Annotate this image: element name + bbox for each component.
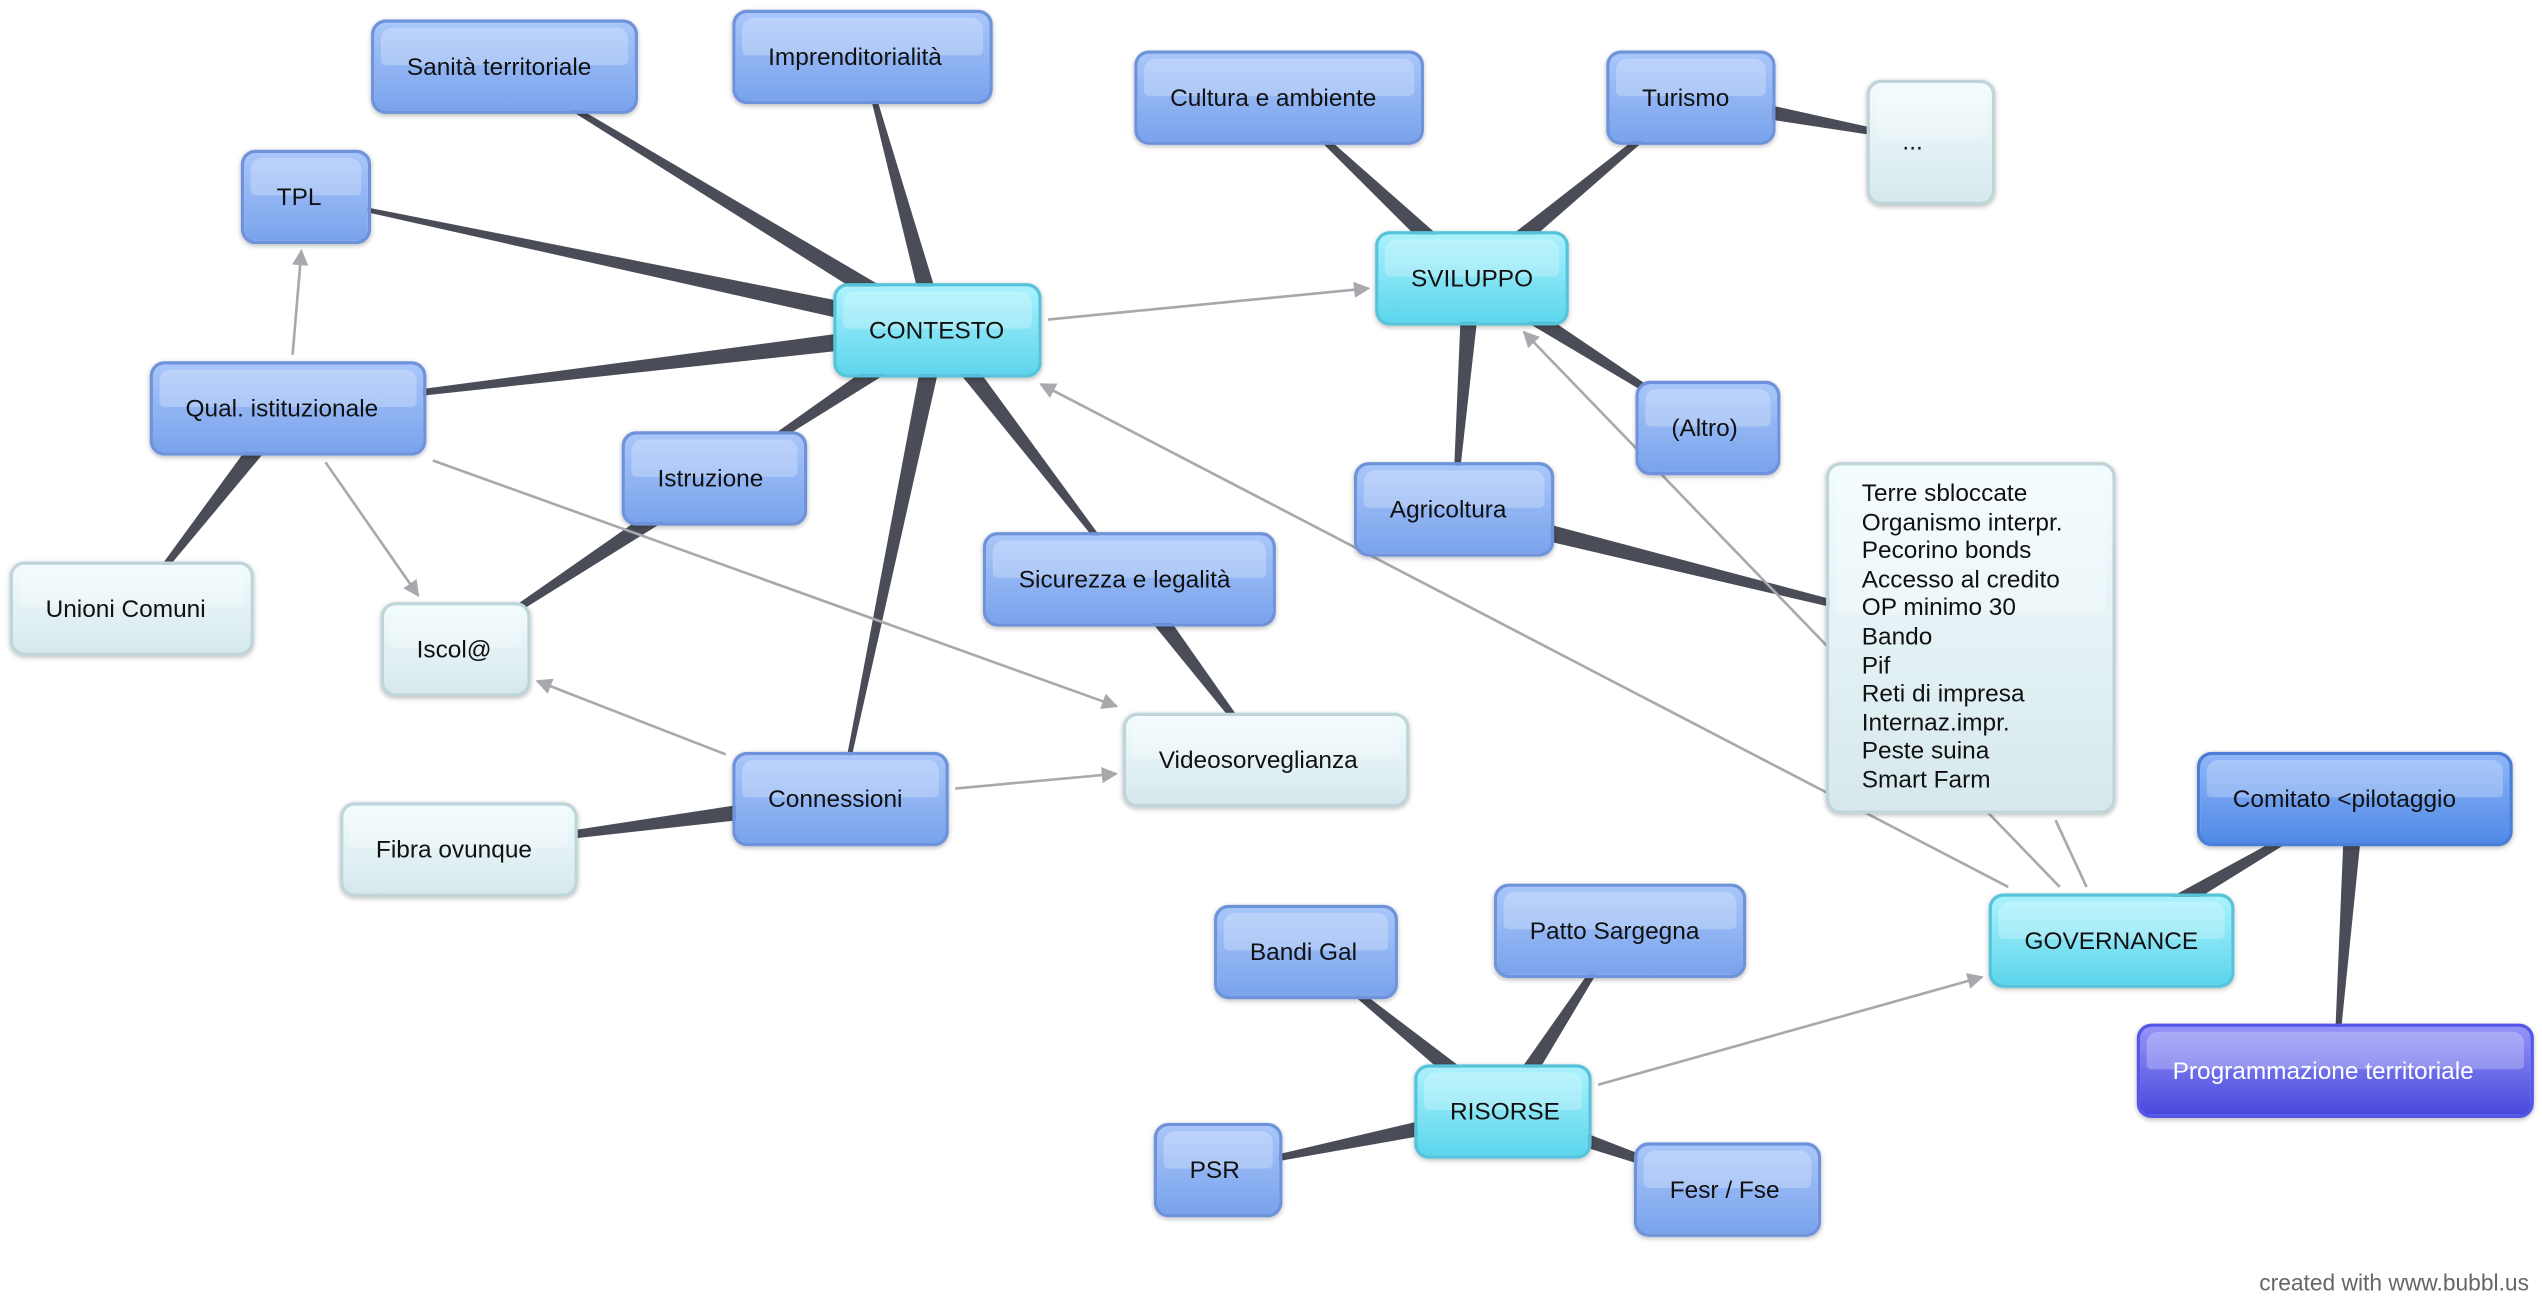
list-line: OP minimo 30 bbox=[1861, 594, 2016, 623]
branch-contesto-tpl bbox=[305, 195, 940, 340]
list-line: Smart Farm bbox=[1861, 766, 1991, 795]
arrow-connessioni-iscol bbox=[535, 678, 727, 756]
node-sviluppo[interactable]: SVILUPPO bbox=[1375, 231, 1569, 326]
arrow-qual-tpl bbox=[291, 248, 309, 355]
node-fibra[interactable]: Fibra ovunque bbox=[340, 802, 578, 897]
node-label: Sicurezza e legalità bbox=[1018, 565, 1231, 594]
node-cultura[interactable]: Cultura e ambiente bbox=[1134, 50, 1424, 145]
node-governance[interactable]: GOVERNANCE bbox=[1988, 893, 2235, 988]
node-risorse[interactable]: RISORSE bbox=[1414, 1064, 1592, 1159]
node-dots[interactable]: ... bbox=[1866, 79, 1996, 206]
link-agri_list-governance bbox=[2054, 819, 2088, 888]
node-sicurezza[interactable]: Sicurezza e legalità bbox=[982, 532, 1276, 627]
list-line: Reti di impresa bbox=[1861, 680, 2025, 709]
node-impr[interactable]: Imprenditorialità bbox=[732, 9, 993, 105]
node-label: SVILUPPO bbox=[1410, 264, 1534, 293]
list-line: Peste suina bbox=[1861, 737, 1990, 766]
node-label: Imprenditorialità bbox=[768, 43, 942, 71]
node-bandigal[interactable]: Bandi Gal bbox=[1214, 904, 1398, 1000]
node-label: RISORSE bbox=[1450, 1097, 1560, 1126]
node-label: Sanità territoriale bbox=[406, 52, 592, 81]
node-turismo[interactable]: Turismo bbox=[1606, 50, 1776, 145]
node-label: Agricoltura bbox=[1389, 495, 1507, 524]
arrow-risorse-governance bbox=[1597, 973, 1984, 1087]
arrow-connessioni-video bbox=[955, 766, 1119, 790]
node-programmazione[interactable]: Programmazione territoriale bbox=[2136, 1023, 2534, 1119]
node-altro[interactable]: (Altro) bbox=[1635, 380, 1781, 476]
node-label: Patto Sargegna bbox=[1529, 917, 1700, 945]
node-patto[interactable]: Patto Sargegna bbox=[1493, 883, 1747, 979]
node-label: PSR bbox=[1189, 1156, 1240, 1184]
branch-contesto-impr bbox=[860, 56, 947, 333]
node-agricoltura[interactable]: Agricoltura bbox=[1353, 462, 1555, 557]
node-label: Iscol@ bbox=[416, 635, 492, 664]
arrow-contesto-sviluppo bbox=[1047, 281, 1371, 321]
node-contesto[interactable]: CONTESTO bbox=[833, 283, 1042, 378]
node-label: GOVERNANCE bbox=[2024, 926, 2199, 955]
list-line: Terre sbloccate bbox=[1861, 480, 2028, 508]
list-line: Pecorino bonds bbox=[1861, 537, 2032, 566]
branch-comitato-programmazione bbox=[2333, 798, 2365, 1071]
node-connessioni[interactable]: Connessioni bbox=[732, 751, 949, 847]
node-qual[interactable]: Qual. istituzionale bbox=[149, 361, 427, 456]
node-comitato[interactable]: Comitato <pilotaggio bbox=[2196, 751, 2513, 847]
node-label: Bandi Gal bbox=[1249, 938, 1358, 966]
node-label: ... bbox=[1902, 128, 1923, 157]
node-unioni[interactable]: Unioni Comuni bbox=[9, 561, 254, 656]
node-fesr[interactable]: Fesr / Fse bbox=[1633, 1142, 1822, 1237]
node-label: Cultura e ambiente bbox=[1170, 83, 1377, 112]
node-label: Programmazione territoriale bbox=[2172, 1056, 2474, 1085]
node-label: Fesr / Fse bbox=[1669, 1175, 1780, 1204]
node-psr[interactable]: PSR bbox=[1153, 1122, 1283, 1218]
node-label: Istruzione bbox=[657, 464, 764, 493]
arrow-qual-video bbox=[432, 459, 1119, 709]
node-label: TPL bbox=[276, 183, 322, 211]
node-video[interactable]: Videosorveglianza bbox=[1122, 712, 1410, 808]
branch-contesto-sanita bbox=[503, 65, 943, 339]
node-label: Unioni Comuni bbox=[45, 594, 206, 623]
arrow-qual-iscol bbox=[324, 461, 420, 597]
credit-text: created with www.bubbl.us bbox=[2259, 1269, 2529, 1296]
list-line: Internaz.impr. bbox=[1861, 709, 2010, 737]
list-line: Accesso al credito bbox=[1861, 565, 2060, 594]
list-line: Bando bbox=[1861, 623, 1933, 651]
node-sanita[interactable]: Sanità territoriale bbox=[371, 19, 638, 114]
node-label: Connessioni bbox=[768, 785, 903, 813]
node-label: Fibra ovunque bbox=[375, 835, 533, 864]
branch-sviluppo-agricoltura bbox=[1452, 277, 1482, 510]
node-label: (Altro) bbox=[1671, 414, 1738, 442]
node-label: Turismo bbox=[1642, 83, 1730, 112]
node-istruzione[interactable]: Istruzione bbox=[621, 431, 808, 526]
node-tpl[interactable]: TPL bbox=[240, 149, 372, 245]
branch-contesto-connessioni bbox=[838, 328, 947, 800]
branch-contesto-qual bbox=[287, 320, 939, 411]
node-label: Qual. istituzionale bbox=[185, 394, 379, 423]
list-line: Organismo interpr. bbox=[1861, 508, 2063, 537]
list-line: Pif bbox=[1861, 651, 1891, 680]
node-iscol[interactable]: Iscol@ bbox=[380, 602, 531, 697]
node-label: CONTESTO bbox=[869, 316, 1005, 345]
node-label: Videosorveglianza bbox=[1158, 746, 1358, 774]
branch-contesto-sicurezza bbox=[929, 324, 1131, 581]
node-label: Comitato <pilotaggio bbox=[2232, 785, 2457, 813]
